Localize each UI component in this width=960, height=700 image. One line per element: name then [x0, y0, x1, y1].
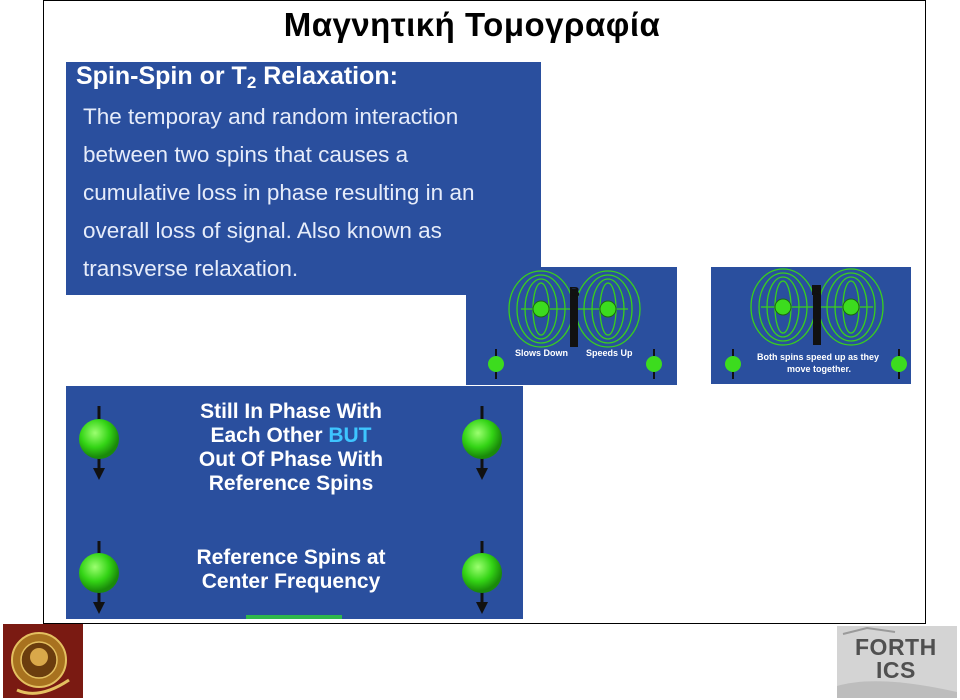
- ref-line2: Center Frequency: [201, 570, 381, 593]
- spin-graphics: [79, 406, 502, 619]
- definition-heading: Spin-Spin or T2 Relaxation:: [76, 62, 398, 93]
- definition-line: between two spins that causes a: [83, 142, 409, 167]
- forth-logo-line1: FORTH: [855, 634, 937, 660]
- svg-text:B: B: [569, 284, 580, 301]
- phase-panel: Still In Phase With Each Other BUT Out O…: [66, 386, 523, 619]
- both-speed-panel: B Both spins speed up as they move toget…: [711, 267, 911, 384]
- spin-bottom-left: [79, 541, 119, 614]
- both-caption-line2: move together.: [787, 364, 852, 374]
- forth-logo-icon: [837, 626, 957, 698]
- definition-line: The temporay and random interaction: [83, 104, 459, 129]
- heading-subscript: 2: [246, 73, 257, 92]
- phase-line2-highlight: BUT: [328, 424, 372, 447]
- heading-text-pre: Spin-Spin or T: [76, 62, 247, 90]
- cut-off-text-fragment: [246, 615, 342, 619]
- definition-panel: Spin-Spin or T2 Relaxation: The temporay…: [66, 62, 541, 295]
- slow-fast-panel: B Slows Down Speeds Up: [466, 267, 677, 385]
- ref-line1: Reference Spins at: [196, 546, 386, 569]
- definition-line: cumulative loss in phase resulting in an: [83, 180, 475, 205]
- heading-text-post: Relaxation:: [256, 62, 398, 90]
- definition-body: The temporay and random interaction betw…: [83, 98, 538, 288]
- phase-line4: Reference Spins: [208, 472, 374, 495]
- spin-top-left: [79, 406, 119, 480]
- phase-line2: Each Other BUT: [166, 424, 416, 448]
- definition-line: overall loss of signal. Also known as: [83, 218, 442, 243]
- phase-caption: Still In Phase With Each Other BUT Out O…: [166, 400, 416, 496]
- reference-caption: Reference Spins at Center Frequency: [166, 546, 416, 594]
- university-logo: [3, 624, 83, 698]
- spin-top-right: [462, 406, 502, 480]
- slows-down-label: Slows Down: [515, 348, 569, 358]
- forth-ics-logo: FORTH ICS: [837, 626, 957, 698]
- definition-line: transverse relaxation.: [83, 256, 299, 281]
- field-lines-diagram-both: B: [725, 268, 907, 379]
- forth-logo-text: FORTH ICS: [855, 636, 937, 682]
- field-lines-diagram: B: [488, 270, 662, 379]
- both-caption-line1: Both spins speed up as they: [757, 352, 880, 362]
- speeds-up-label: Speeds Up: [586, 348, 633, 358]
- phase-line3: Out Of Phase With: [198, 448, 384, 471]
- university-seal-icon: [3, 624, 83, 698]
- spin-bottom-right: [462, 541, 502, 614]
- svg-text:B: B: [811, 282, 822, 299]
- forth-logo-line2: ICS: [875, 657, 916, 683]
- slide-title: Μαγνητική Τομογραφία: [283, 6, 661, 43]
- phase-line1: Still In Phase With: [200, 400, 382, 423]
- phase-line2-pre: Each Other: [210, 424, 329, 447]
